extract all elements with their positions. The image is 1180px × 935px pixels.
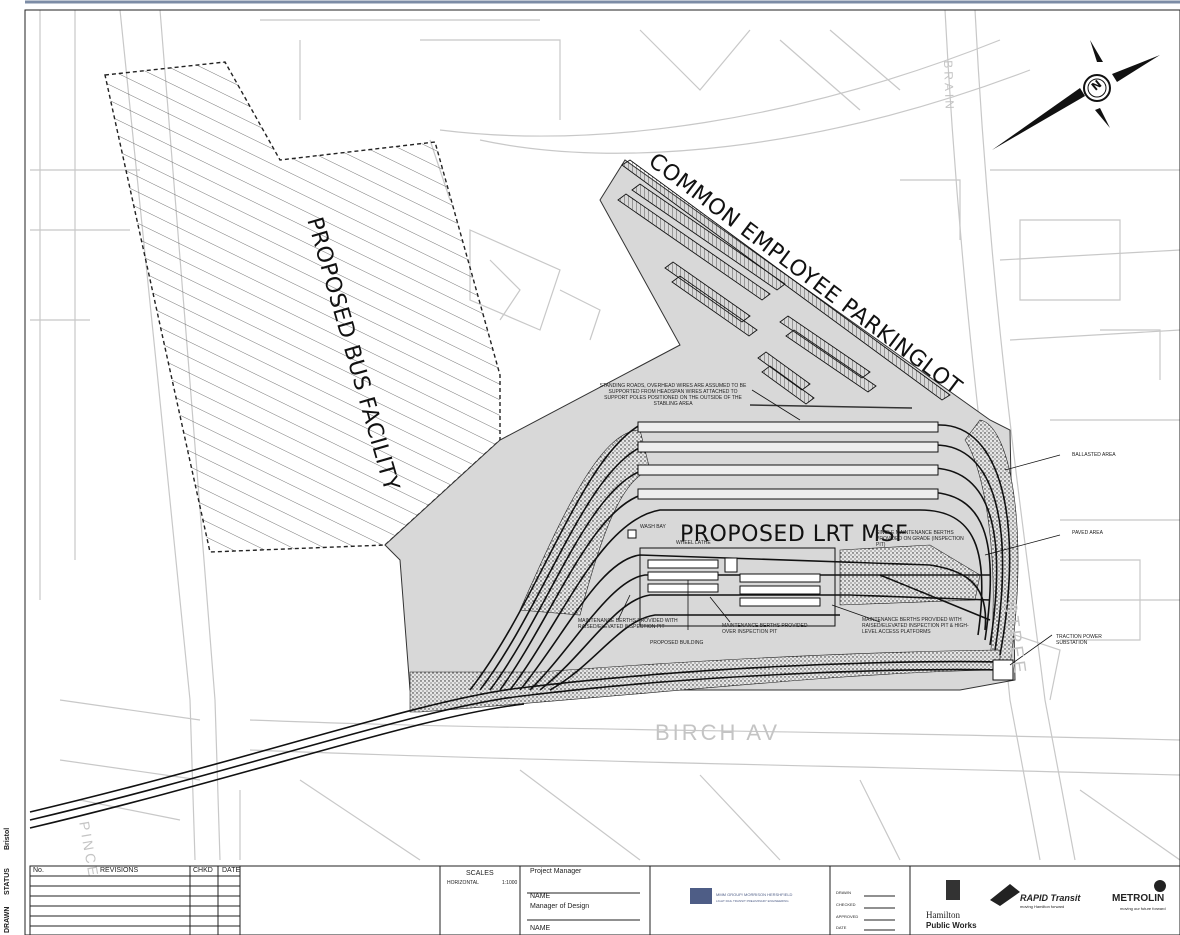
tb-firm-sub: LIGHT RAIL TRANSIT PRELIMINARY ENGINEERI… [716,899,789,903]
sidebar-text-3: DRAWN [4,906,11,933]
tb-name-1: NAME [530,893,551,900]
tb-field-3: APPROVED [836,914,859,919]
berths-right-bottom-note: MAINTENANCE BERTHS PROVIDED WITH RAISED/… [862,617,969,635]
bus-facility-area [104,61,501,553]
berths-right-top-note: SINGLE MAINTENANCE BERTHS PROVIDED ON GR… [876,530,964,548]
tb-manager-design: Manager of Design [530,903,590,910]
public-works-text: Public Works [926,921,977,930]
track-layout [29,424,1011,829]
tb-scale-value: 1:1000 [502,880,518,886]
stabling-note: STANDING ROADS, OVERHEAD WIRES ARE ASSUM… [599,383,747,407]
rapid-transit-logo: RAPID Transit [1020,893,1081,903]
traction-power-note: TRACTION POWER SUBSTATION [1056,634,1102,646]
tb-field-1: DRAWN [836,890,851,895]
stabling-tracks [637,421,939,500]
tb-horizontal: HORIZONTAL [447,880,479,886]
sidebar-text-1: Bristol [4,827,11,850]
tb-project-manager: Project Manager [530,868,582,875]
street-label-birch: BIRCH AV [655,720,781,745]
rapid-transit-sub: moving Hamilton forward [1020,904,1065,909]
wash-bay-note: WASH BAY [640,524,666,530]
tb-no: No. [33,867,44,874]
paved-area-note: PAVED AREA [1072,530,1103,536]
tb-scales: SCALES [466,870,494,877]
tb-field-2: CHECKED [836,902,856,907]
sidebar-text-2: STATUS [4,868,11,895]
tb-name-2: NAME [530,925,551,932]
tb-revisions: REVISIONS [100,867,139,874]
title-block [29,865,1180,935]
metrolinx-sub: moving our future forward [1120,906,1166,911]
leader-lines [617,389,1061,666]
wheel-lathe-note: WHEEL LATHE [676,540,711,546]
msf-label: PROPOSED LRT MSF [680,522,909,547]
street-label-top: BRAIN [941,60,957,113]
tb-firm: MMM GROUP/ MORRISON HERSHFIELD [716,892,793,897]
berths-left-note: MAINTENANCE BERTHS PROVIDED WITH RAISED/… [578,618,678,630]
metrolinx-logo: METROLIN [1112,893,1165,904]
tb-field-4: DATE [836,925,847,930]
north-arrow-icon [992,40,1160,150]
tb-date: DATE [222,867,241,874]
msf-building [627,529,1014,681]
parking-rows [617,159,951,409]
proposed-building-note: PROPOSED BUILDING [650,640,704,646]
ballasted-area-note: BALLASTED AREA [1072,452,1116,458]
hamilton-logo-text: Hamilton [926,910,960,920]
berths-center-note: MAINTENANCE BERTHS PROVIDED OVER INSPECT… [722,623,808,635]
tb-checked: CHKD [193,867,213,874]
